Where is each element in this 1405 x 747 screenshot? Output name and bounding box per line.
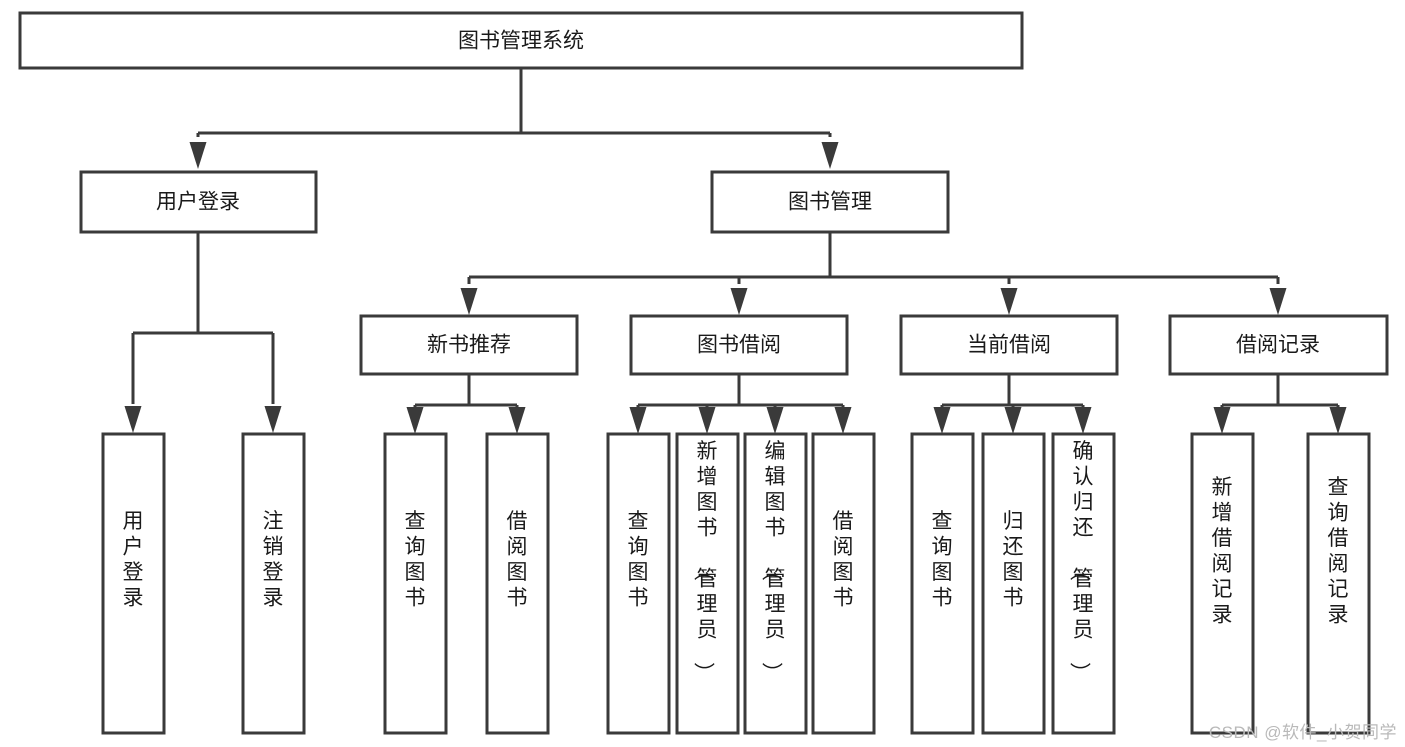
node-leaf-add-record-box[interactable]	[1190, 432, 1255, 735]
node-leaf-query-book-br-box[interactable]	[606, 432, 671, 735]
node-book-borrow[interactable]: 图书借阅	[629, 314, 849, 376]
csdn-watermark: CSDN @软件_小贺同学	[1208, 723, 1397, 742]
node-book-manage[interactable]: 图书管理	[710, 170, 950, 234]
node-leaf-edit-book-label: 编辑图书（管理员）	[760, 440, 786, 683]
leaf-nodes-layer: 用户登录 注销登录 查询图书 借阅图书 查询图书 新增图书	[101, 432, 1371, 735]
node-leaf-user-login-label: 用户登录	[123, 510, 144, 610]
node-leaf-logout-label: 注销登录	[263, 510, 284, 610]
node-borrow-record[interactable]: 借阅记录	[1168, 314, 1389, 376]
node-leaf-query-book-br[interactable]: 查询图书	[606, 432, 671, 735]
connector-bookborrow-to-leaves	[629, 374, 852, 434]
node-leaf-borrow-book-rec-label: 借阅图书	[507, 510, 528, 610]
node-leaf-add-book-label: 新增图书（管理员）	[692, 440, 718, 683]
node-leaf-query-book-rec-label: 查询图书	[405, 510, 426, 610]
node-leaf-query-book-cb-label: 查询图书	[932, 510, 953, 610]
node-new-book-recommend-box[interactable]	[359, 314, 579, 376]
node-leaf-borrow-book-br-box[interactable]	[811, 432, 876, 735]
node-leaf-query-record-label: 查询借阅记录	[1328, 476, 1349, 627]
node-leaf-return-book-label: 归还图书	[1003, 510, 1024, 610]
node-leaf-logout[interactable]: 注销登录	[241, 432, 306, 735]
node-user-login-box[interactable]	[79, 170, 318, 234]
node-leaf-add-book[interactable]: 新增图书（管理员）	[675, 432, 740, 735]
node-book-borrow-label: 图书借阅	[697, 334, 781, 357]
node-leaf-edit-book[interactable]: 编辑图书（管理员）	[743, 432, 808, 735]
node-leaf-logout-box[interactable]	[241, 432, 306, 735]
node-leaf-return-book-box[interactable]	[981, 432, 1046, 735]
connector-layer	[124, 68, 1347, 434]
node-borrow-record-label: 借阅记录	[1236, 334, 1320, 357]
node-leaf-query-book-br-label: 查询图书	[628, 510, 649, 610]
node-leaf-add-book-box[interactable]	[675, 432, 740, 735]
node-leaf-borrow-book-rec[interactable]: 借阅图书	[485, 432, 550, 735]
node-leaf-user-login[interactable]: 用户登录	[101, 432, 166, 735]
connector-borrowrecord-to-leaves	[1213, 374, 1347, 434]
connector-root-to-level1	[189, 68, 839, 169]
node-book-borrow-box[interactable]	[629, 314, 849, 376]
node-user-login[interactable]: 用户登录	[79, 170, 318, 234]
node-leaf-return-book[interactable]: 归还图书	[981, 432, 1046, 735]
node-new-book-recommend-label: 新书推荐	[427, 334, 511, 357]
node-root-box[interactable]	[18, 11, 1024, 70]
node-leaf-user-login-box[interactable]	[101, 432, 166, 735]
node-current-borrow-box[interactable]	[899, 314, 1119, 376]
connector-bookmanage-to-level2	[460, 232, 1287, 315]
node-leaf-borrow-book-rec-box[interactable]	[485, 432, 550, 735]
node-leaf-query-book-cb-box[interactable]	[910, 432, 975, 735]
node-leaf-query-record[interactable]: 查询借阅记录	[1306, 432, 1371, 735]
node-leaf-borrow-book-br[interactable]: 借阅图书	[811, 432, 876, 735]
node-book-manage-box[interactable]	[710, 170, 950, 234]
node-leaf-add-record[interactable]: 新增借阅记录	[1190, 432, 1255, 735]
node-leaf-query-book-rec[interactable]: 查询图书	[383, 432, 448, 735]
node-leaf-borrow-book-br-label: 借阅图书	[833, 510, 854, 610]
node-leaf-edit-book-box[interactable]	[743, 432, 808, 735]
connector-newbook-to-leaves	[406, 374, 526, 434]
connector-currentborrow-to-leaves	[933, 374, 1092, 434]
node-book-manage-label: 图书管理	[788, 191, 872, 214]
node-current-borrow-label: 当前借阅	[967, 334, 1051, 357]
node-leaf-query-book-rec-box[interactable]	[383, 432, 448, 735]
node-root[interactable]: 图书管理系统	[18, 11, 1024, 70]
connector-userlogin-to-leaves	[124, 232, 282, 433]
node-new-book-recommend[interactable]: 新书推荐	[359, 314, 579, 376]
node-root-label: 图书管理系统	[458, 30, 584, 53]
node-leaf-confirm-return-box[interactable]	[1051, 432, 1116, 735]
node-user-login-label: 用户登录	[156, 191, 240, 214]
node-leaf-query-book-cb[interactable]: 查询图书	[910, 432, 975, 735]
node-leaf-confirm-return-label: 确认归还（管理员）	[1068, 440, 1094, 683]
node-borrow-record-box[interactable]	[1168, 314, 1389, 376]
node-leaf-add-record-label: 新增借阅记录	[1212, 476, 1233, 627]
node-current-borrow[interactable]: 当前借阅	[899, 314, 1119, 376]
node-leaf-query-record-box[interactable]	[1306, 432, 1371, 735]
node-leaf-confirm-return[interactable]: 确认归还（管理员）	[1051, 432, 1116, 735]
